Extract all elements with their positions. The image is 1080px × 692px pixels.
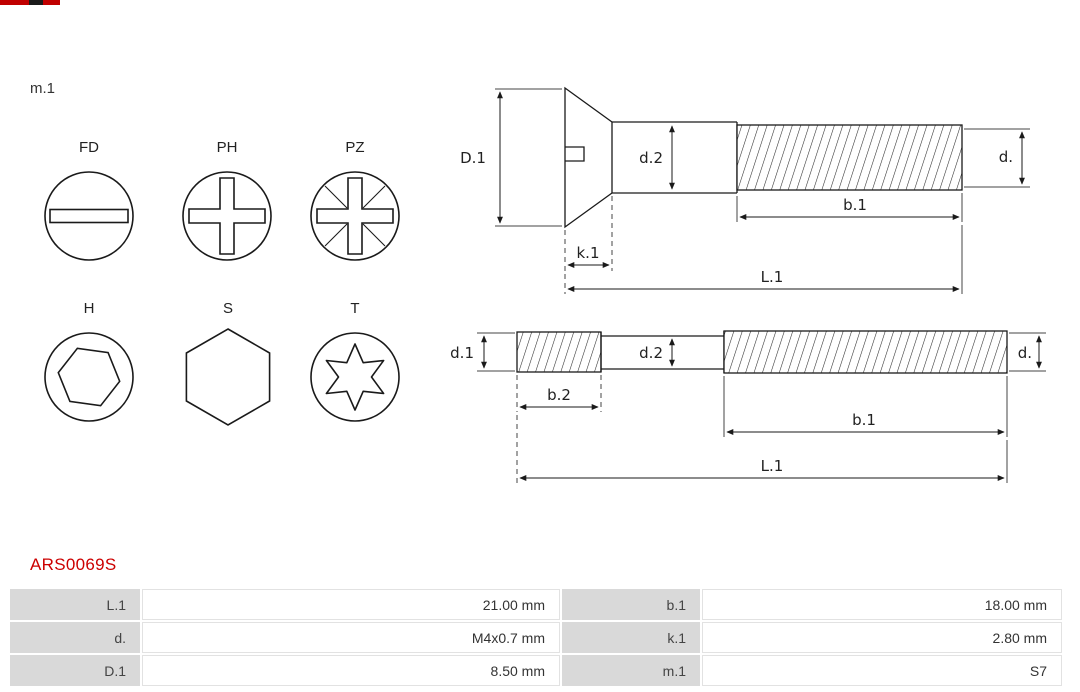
spec-label-cell: d. (10, 622, 140, 653)
spec-label-cell: D.1 (10, 655, 140, 686)
dim-L1-bottom: L.1 (516, 415, 1008, 483)
dim-b1-bottom: b.1 (723, 376, 1008, 437)
head-type-label: FD (79, 139, 99, 156)
head-type-label: T (350, 300, 360, 317)
head-type-label: PH (216, 139, 238, 156)
slotted-drive-icon (44, 171, 134, 261)
dim-label-L1-top: L.1 (761, 268, 784, 286)
spec-value-cell: 8.50 mm (142, 655, 560, 686)
head-type-label: PZ (345, 139, 365, 156)
hex-socket-icon (44, 332, 134, 422)
spec-label-cell: k.1 (562, 622, 700, 653)
dim-label-b2: b.2 (547, 386, 571, 404)
spec-value-cell: 21.00 mm (142, 589, 560, 620)
head-type-s: S (178, 300, 278, 427)
dim-D1: D.1 (460, 88, 562, 227)
countersunk-screw-outline (564, 86, 963, 229)
spec-value-cell: 18.00 mm (702, 589, 1062, 620)
dim-label-D1: D.1 (460, 149, 486, 167)
dim-d2-bottom: d.2 (639, 338, 675, 367)
spec-label-cell: b.1 (562, 589, 700, 620)
stud-outline (516, 330, 1008, 374)
brand-logo-fragment (0, 0, 60, 5)
countersunk-screw-drawing: D.1 d.2 d. b.1 k.1 (460, 86, 1030, 294)
spec-value-cell: S7 (702, 655, 1062, 686)
spec-label-cell: m.1 (562, 655, 700, 686)
dim-label-b1-bottom: b.1 (852, 411, 876, 429)
dim-b2: b.2 (516, 375, 602, 412)
dim-label-d2-top: d.2 (639, 149, 663, 167)
dim-d2-top: d.2 (639, 125, 675, 190)
head-type-t: T (305, 300, 405, 427)
dim-label-d-bottom: d. (1018, 344, 1032, 362)
dim-b1-top: b.1 (736, 193, 963, 222)
dim-label-L1-bottom: L.1 (761, 457, 784, 475)
dim-d-bottom: d. (1009, 332, 1046, 372)
head-type-label: H (83, 300, 95, 317)
assembly-ref-label: m.1 (30, 80, 56, 97)
dim-label-d1-bottom: d.1 (450, 344, 474, 362)
dim-L1-top: L.1 (564, 225, 963, 294)
head-type-label: S (222, 300, 233, 317)
head-type-pz: PZ (305, 139, 405, 266)
spec-label-cell: L.1 (10, 589, 140, 620)
spec-value-cell: M4x0.7 mm (142, 622, 560, 653)
dim-label-k1: k.1 (577, 244, 600, 262)
spec-table: L.1 21.00 mm b.1 18.00 mm d. M4x0.7 mm k… (10, 589, 1062, 686)
spec-value-cell: 2.80 mm (702, 622, 1062, 653)
part-number: ARS0069S (30, 555, 117, 574)
dim-k1: k.1 (564, 196, 613, 271)
phillips-drive-icon (182, 171, 272, 261)
dim-label-b1-top: b.1 (843, 196, 867, 214)
hex-head-icon (185, 328, 271, 426)
dim-label-d-top: d. (999, 148, 1013, 166)
technical-drawings: D.1 d.2 d. b.1 k.1 (450, 86, 1046, 483)
torx-drive-icon (310, 332, 400, 422)
dim-d-top: d. (964, 128, 1030, 188)
pozidriv-drive-icon (310, 171, 400, 261)
dim-d1-bottom: d.1 (450, 332, 515, 372)
dim-label-d2-bottom: d.2 (639, 344, 663, 362)
head-type-h: H (39, 300, 139, 427)
head-type-fd: FD (39, 139, 139, 266)
head-type-ph: PH (177, 139, 277, 266)
stud-drawing: d.1 d.2 d. b.2 b.1 (450, 330, 1046, 483)
